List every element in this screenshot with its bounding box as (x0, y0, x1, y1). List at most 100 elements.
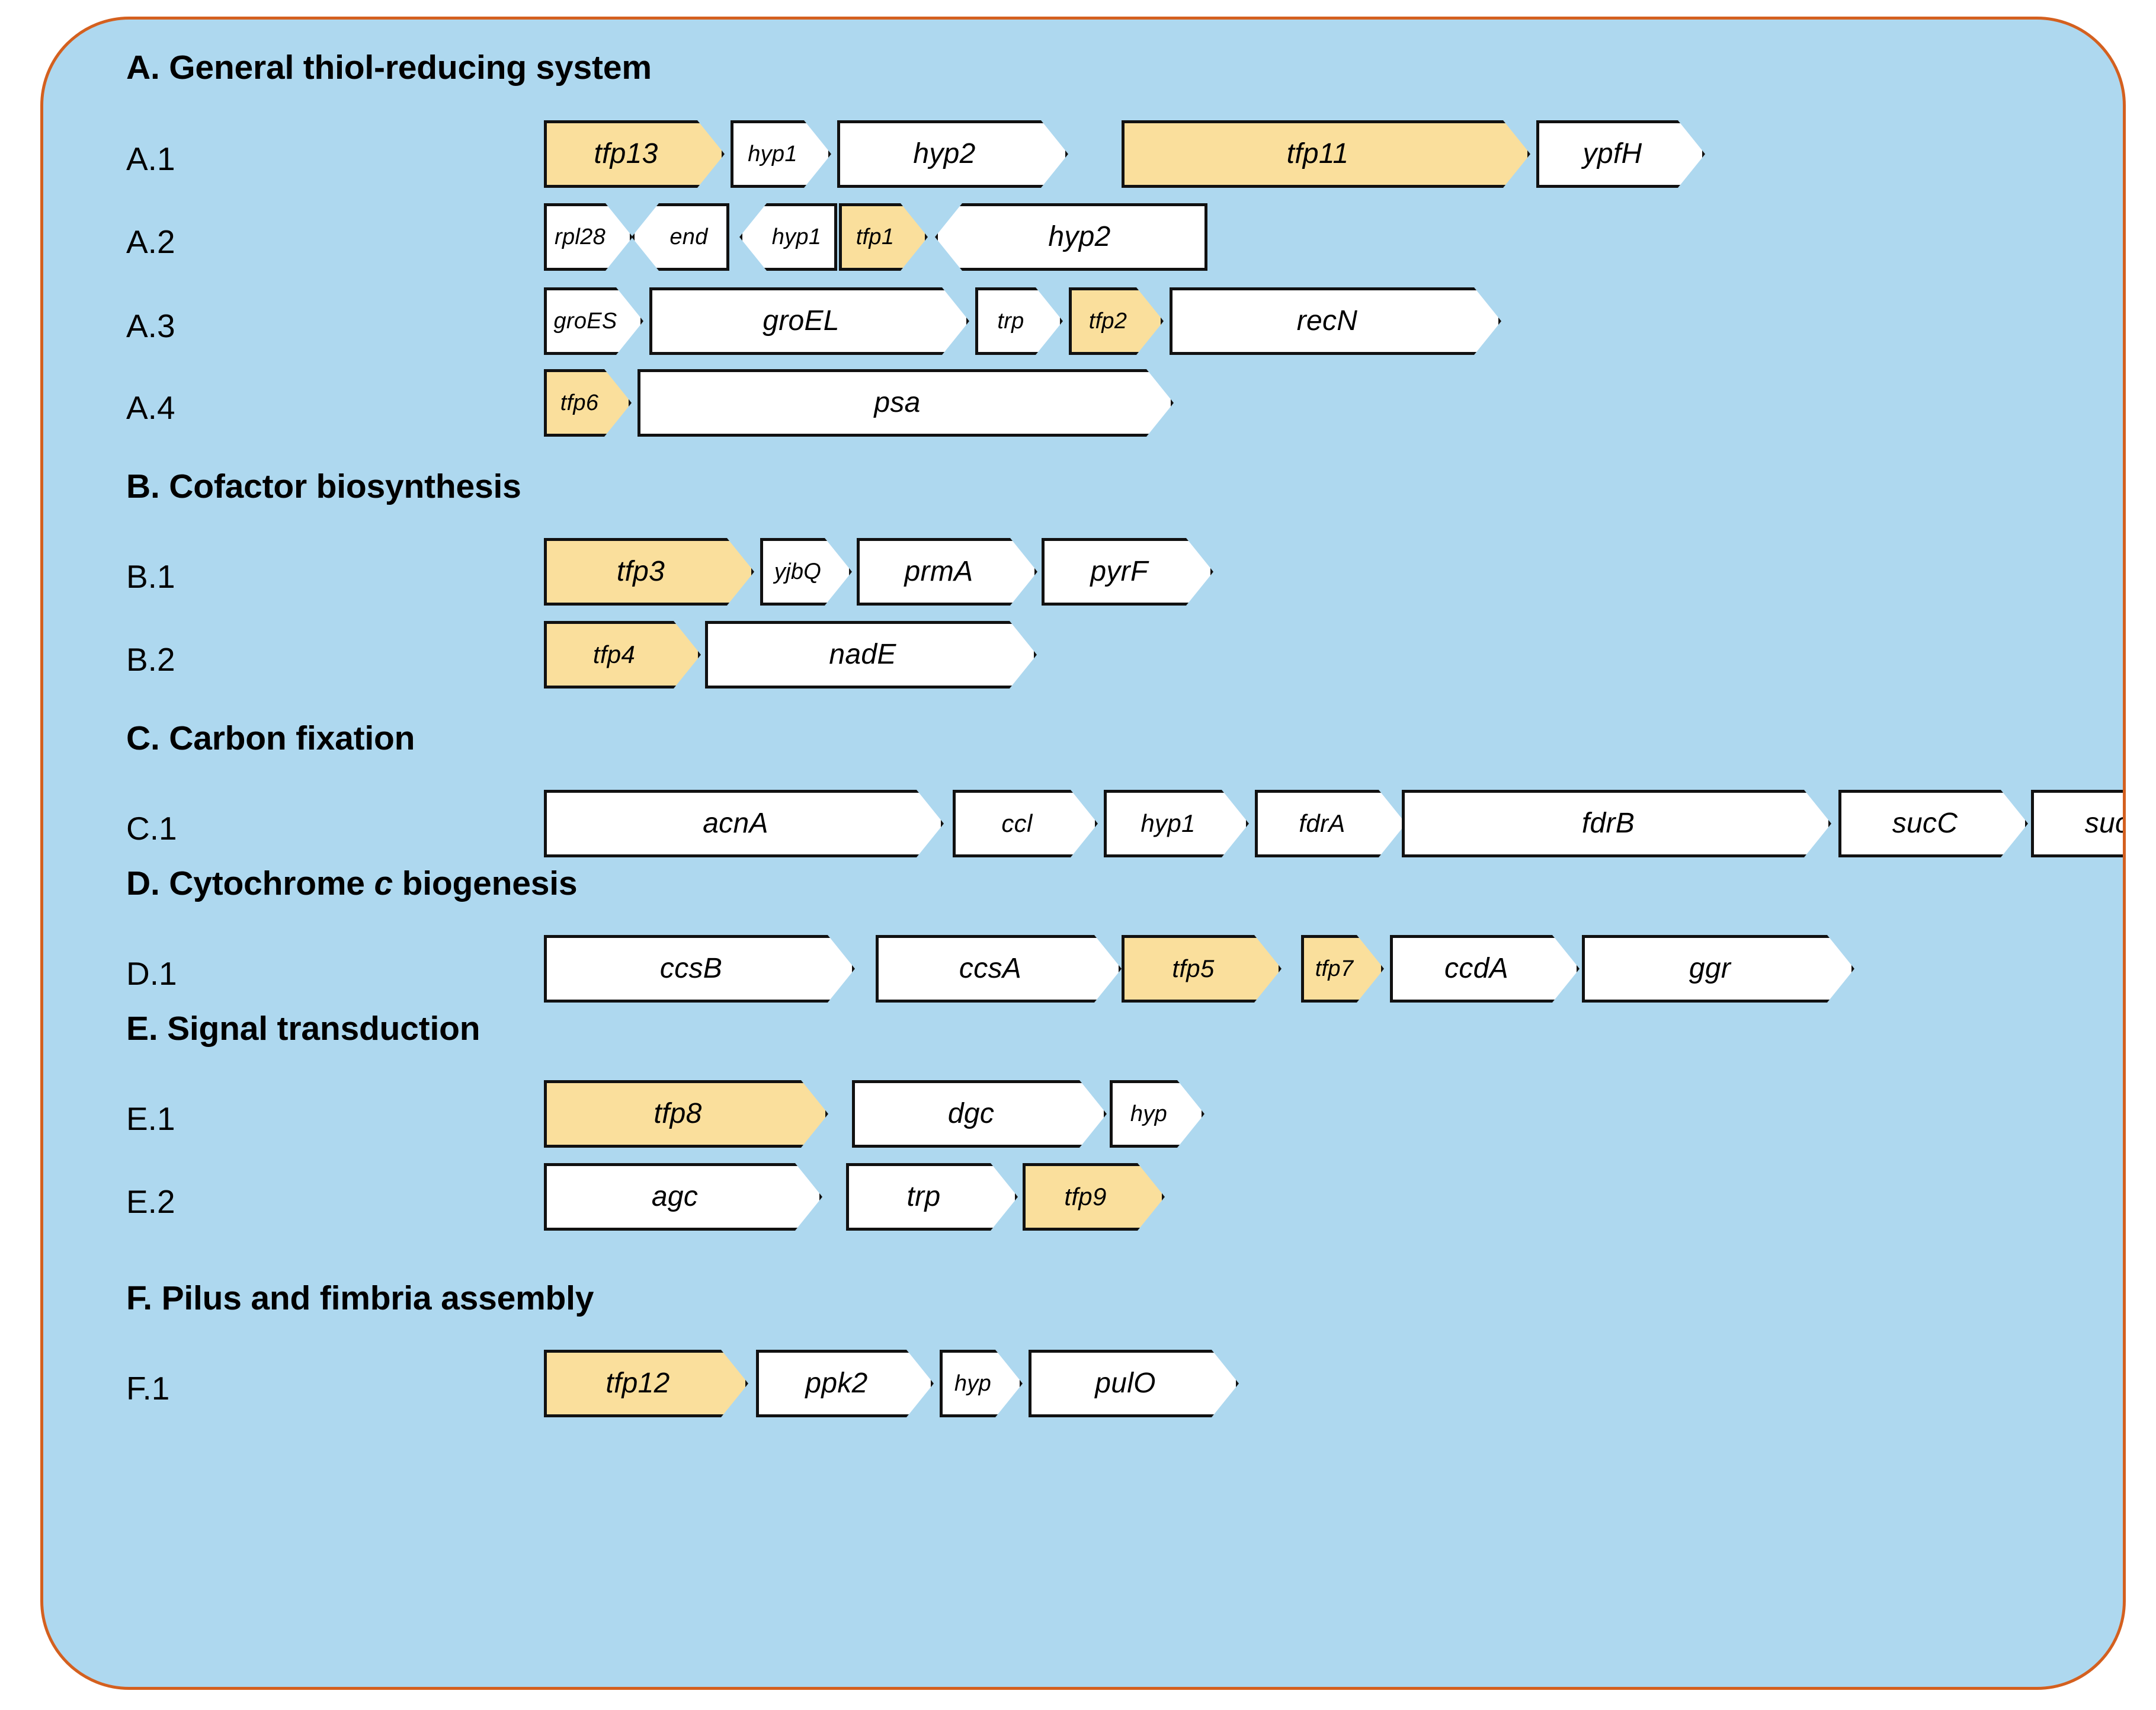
gene-arrow-psa[interactable]: psa (637, 369, 1174, 437)
gene-arrow-hyp[interactable]: hyp (940, 1350, 1023, 1417)
gene-arrow-shape (1390, 935, 1580, 1003)
row-label: A.3 (126, 308, 175, 344)
gene-cluster-row-c-1: C.1acnAcclhyp1fdrAfdrBsucCsucDtfp10 (126, 790, 2123, 867)
gene-arrow-hyp1[interactable]: hyp1 (731, 120, 831, 188)
gene-label: yjbQ (774, 559, 822, 584)
gene-arrow-shape (1029, 1350, 1239, 1417)
gene-label: ccdA (1444, 953, 1508, 984)
gene-label: pulO (1095, 1368, 1156, 1399)
gene-cluster-row-b-1: B.1 tfp3 yjbQ prmA pyrF (126, 538, 2022, 615)
gene-label: tfp5 (1172, 955, 1215, 982)
gene-label: tfp3 (616, 556, 665, 587)
row-label: B.1 (126, 558, 175, 595)
gene-arrow-rpl28[interactable]: rpl28 (544, 203, 633, 271)
gene-arrow-shape (846, 1163, 1018, 1231)
gene-arrow-hyp1[interactable]: hyp1 (739, 203, 837, 271)
gene-arrow-prma[interactable]: prmA (857, 538, 1037, 606)
gene-arrow-shape (705, 621, 1037, 689)
gene-arrow-shape (953, 790, 1098, 857)
gene-arrow-tfp13[interactable]: tfp13 (544, 120, 725, 188)
row-label: E.1 (126, 1100, 175, 1137)
gene-arrow-fdra[interactable]: fdrA (1255, 790, 1406, 857)
gene-arrow-tfp11[interactable]: tfp11 (1122, 120, 1530, 188)
gene-cluster-row-f-1: F.1 tfp12 ppk2 hyp pulO (126, 1350, 2022, 1427)
gene-label: ypfH (1582, 138, 1642, 169)
gene-arrow-groes[interactable]: groES (544, 287, 643, 355)
gene-arrow-tfp4[interactable]: tfp4 (544, 621, 701, 689)
gene-arrow-hyp1[interactable]: hyp1 (1104, 790, 1249, 857)
gene-arrow-shape (1023, 1163, 1165, 1231)
gene-arrow-shape (1122, 935, 1282, 1003)
gene-arrow-shape (935, 203, 1207, 271)
gene-label: tfp9 (1064, 1183, 1107, 1211)
gene-arrow-fdrb[interactable]: fdrB (1402, 790, 1831, 857)
gene-label: sucC (1892, 808, 1958, 839)
gene-arrow-ccsa[interactable]: ccsA (876, 935, 1122, 1003)
gene-label: tfp12 (606, 1368, 670, 1399)
gene-arrow-tfp7[interactable]: tfp7 (1301, 935, 1384, 1003)
gene-arrow-groel[interactable]: groEL (649, 287, 969, 355)
gene-arrow-acna[interactable]: acnA (544, 790, 944, 857)
gene-arrow-succ[interactable]: sucC (1838, 790, 2028, 857)
gene-arrow-tfp6[interactable]: tfp6 (544, 369, 632, 437)
gene-label: hyp (1130, 1101, 1168, 1126)
section-header-b: B. Cofactor biosynthesis (126, 467, 521, 505)
gene-label: tfp7 (1315, 956, 1354, 981)
row-label: A.4 (126, 389, 175, 426)
gene-label: pyrF (1090, 556, 1148, 587)
gene-arrow-dgc[interactable]: dgc (852, 1080, 1107, 1148)
gene-label: agc (651, 1181, 699, 1212)
gene-arrow-ccsb[interactable]: ccsB (544, 935, 855, 1003)
row-label: B.2 (126, 641, 175, 678)
gene-arrow-hyp2[interactable]: hyp2 (935, 203, 1207, 271)
section-header-e: E. Signal transduction (126, 1010, 480, 1048)
gene-arrow-sucd[interactable]: sucD (2031, 790, 2123, 857)
gene-arrow-shape (544, 538, 754, 606)
gene-arrow-end[interactable]: end (632, 203, 729, 271)
gene-arrow-recn[interactable]: recN (1170, 287, 1501, 355)
gene-label: fdrA (1299, 809, 1346, 837)
gene-arrow-shape (544, 1080, 828, 1148)
gene-arrow-trp[interactable]: trp (846, 1163, 1018, 1231)
gene-arrow-tfp8[interactable]: tfp8 (544, 1080, 828, 1148)
gene-arrow-tfp9[interactable]: tfp9 (1023, 1163, 1165, 1231)
row-label: E.2 (126, 1183, 175, 1220)
gene-arrow-tfp1[interactable]: tfp1 (839, 203, 928, 271)
row-label: F.1 (126, 1370, 170, 1407)
gene-label: tfp6 (560, 390, 599, 415)
gene-label: tfp8 (653, 1098, 702, 1129)
gene-arrow-ypfh[interactable]: ypfH (1536, 120, 1705, 188)
row-label: C.1 (126, 810, 177, 847)
gene-arrow-ccl[interactable]: ccl (953, 790, 1098, 857)
gene-arrow-ppk2[interactable]: ppk2 (756, 1350, 934, 1417)
gene-arrow-tfp5[interactable]: tfp5 (1122, 935, 1282, 1003)
gene-label: psa (874, 387, 921, 418)
gene-label: prmA (904, 556, 973, 587)
gene-arrow-tfp3[interactable]: tfp3 (544, 538, 754, 606)
gene-label: groEL (763, 305, 840, 337)
gene-arrow-hyp2[interactable]: hyp2 (837, 120, 1068, 188)
gene-arrow-shape (852, 1080, 1107, 1148)
gene-arrow-shape (544, 790, 944, 857)
gene-arrow-tfp2[interactable]: tfp2 (1069, 287, 1164, 355)
gene-arrow-shape (1536, 120, 1705, 188)
gene-label: nadE (829, 639, 896, 670)
gene-arrow-yjbq[interactable]: yjbQ (760, 538, 852, 606)
gene-arrow-trp[interactable]: trp (975, 287, 1063, 355)
gene-arrow-pulo[interactable]: pulO (1029, 1350, 1239, 1417)
gene-arrow-tfp12[interactable]: tfp12 (544, 1350, 748, 1417)
gene-arrow-shape (637, 369, 1174, 437)
gene-label: hyp2 (1048, 221, 1111, 252)
gene-arrow-agc[interactable]: agc (544, 1163, 822, 1231)
gene-arrow-nade[interactable]: nadE (705, 621, 1037, 689)
gene-arrow-ggr[interactable]: ggr (1582, 935, 1854, 1003)
gene-cluster-row-e-2: E.2 agc trp tfp9 (126, 1163, 2022, 1240)
gene-arrow-ccda[interactable]: ccdA (1390, 935, 1580, 1003)
gene-arrow-hyp[interactable]: hyp (1110, 1080, 1204, 1148)
gene-label: tfp11 (1286, 138, 1349, 169)
gene-label: hyp (954, 1371, 992, 1396)
gene-arrow-pyrf[interactable]: pyrF (1042, 538, 1213, 606)
gene-label: hyp2 (913, 138, 976, 169)
